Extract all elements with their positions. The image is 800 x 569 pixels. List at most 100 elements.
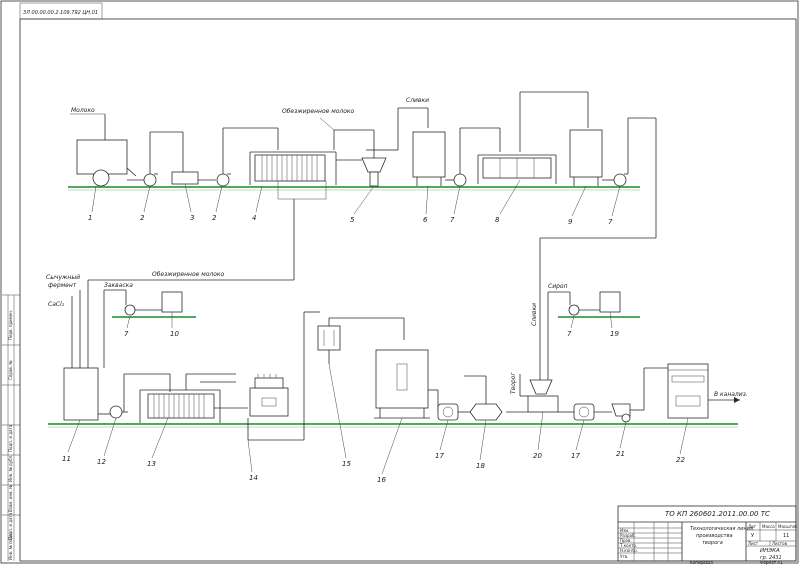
callout-9: 9 [568,218,573,226]
callouts-top [91,179,621,217]
stamp-letter: У [751,533,754,539]
title-line-1: Технологическая линия [690,526,753,532]
pump-7a [453,127,501,187]
pump-2b [216,127,279,187]
label-cream-top: Сливки [406,97,429,104]
syrup-station [547,291,640,382]
pump-2a [127,131,184,187]
curdling-vat-11 [63,367,110,421]
label-syrup: Сироп [548,283,568,290]
callout-7b: 7 [608,218,613,226]
callout-7a: 7 [450,216,455,224]
callout-14: 14 [249,474,258,482]
floor-bottom [48,423,738,428]
stamp-sheets: 11 [783,533,789,539]
stamp-header-lit: Лит [748,524,757,529]
stamp-sheet-label: Лист [748,541,759,546]
cream-tank-6 [412,131,454,186]
callout-18: 18 [476,462,485,470]
sidebar-label-1: Перв. примен. [8,310,13,340]
sidebar-label-4: Инв. № дубл. [8,455,13,482]
callout-1: 1 [88,214,92,222]
callout-3: 3 [190,214,194,222]
callout-10: 10 [170,330,179,338]
callout-5: 5 [350,216,355,224]
callout-21: 21 [616,450,625,458]
label-cream-vertical: Сливки [531,303,538,326]
stamp-header-scale: Масштаб [778,524,798,529]
packer-22 [667,363,740,419]
label-to-sewer: В канализ. [714,391,748,398]
floor-top [68,186,640,191]
stamp-row-1: Изм. [620,528,629,533]
sidebar-label-6: Подп. и дата [8,512,13,540]
pump-17a [437,403,470,421]
filter-column-15 [317,317,405,364]
sidebar-label-2: Справ. № [8,361,13,380]
milk-tanker [70,113,137,187]
label-cacl2: CaCl₂ [48,301,65,308]
callout-19: 19 [610,330,619,338]
reagent-lines [71,290,81,368]
org-line-1: ИНЭКА [760,548,780,554]
starter-station [103,289,196,368]
top-code-box: 3Л 00.00.00.2.109.792 ЦН.01 [19,2,103,20]
heater-unit-14 [247,311,320,441]
callout-20: 20 [533,452,542,460]
callout-12: 12 [97,458,106,466]
callout-2a: 2 [140,214,145,222]
footer-left: Копировал [690,560,713,565]
callout-2b: 2 [212,214,217,222]
callout-15: 15 [342,460,351,468]
curd-separator-18 [464,375,503,421]
label-starter: Закваска [104,282,133,289]
cream-pasteurizer-8 [477,91,589,184]
top-code: 3Л 00.00.00.2.109.792 ЦН.01 [23,10,98,16]
document-code: ТО КП 260601.2011.00.00 ТС [665,510,770,518]
separator-5 [319,107,429,187]
sidebar-label-3: Подп. и дата [8,424,13,452]
label-milk: Молоко [71,107,95,114]
footer-right: Формат А1 [760,560,783,565]
title-line-3: творога [702,540,723,546]
org-line-2: гр. 2431 [760,555,782,561]
callout-17a: 17 [435,452,444,460]
stamp-row-3: Пров. [620,538,632,543]
callout-7c: 7 [124,330,129,338]
label-skimmed-milk-top: Обезжиренное молоко [282,108,355,115]
stamp-row-6: Утв. [620,554,628,559]
callout-8: 8 [495,216,500,224]
inner-frame [19,18,797,562]
label-curd-vertical: Творог [510,372,517,394]
callout-13: 13 [147,460,156,468]
callout-22: 22 [676,456,685,464]
plate-exchanger-13 [139,373,248,423]
metering-tank-3 [171,171,216,185]
callout-7d: 7 [567,330,572,338]
pump-12 [109,373,171,419]
left-sidebar: Перв. примен. Справ. № Подп. и дата Инв.… [2,294,20,561]
stamp-header-mass: Масса [762,524,775,529]
callout-6: 6 [423,216,428,224]
callout-16: 16 [377,476,386,484]
pump-17b [573,403,612,421]
cream-tank-9 [569,129,614,186]
sidebar-label-5: Взам. инв. № [8,485,13,512]
callout-17b: 17 [571,452,580,460]
press-vat-16 [374,349,439,419]
callout-4: 4 [252,214,256,222]
stamp-total-label: Листов [772,541,788,546]
callouts-bottom [67,363,689,475]
pump-7b [539,117,657,382]
label-starter-line2: фермент [48,282,77,289]
plate-pasteurizer-4 [249,151,337,200]
title-line-2: производства [696,533,733,539]
sidebar-label-7: Инв. № подл. [8,532,13,560]
stamp-row-5: Н.контр. [620,548,638,553]
label-starter-line1: Сычужный [46,274,80,281]
skimmed-milk-line [87,199,295,368]
stamp-row-4: Т.контр. [619,543,637,548]
